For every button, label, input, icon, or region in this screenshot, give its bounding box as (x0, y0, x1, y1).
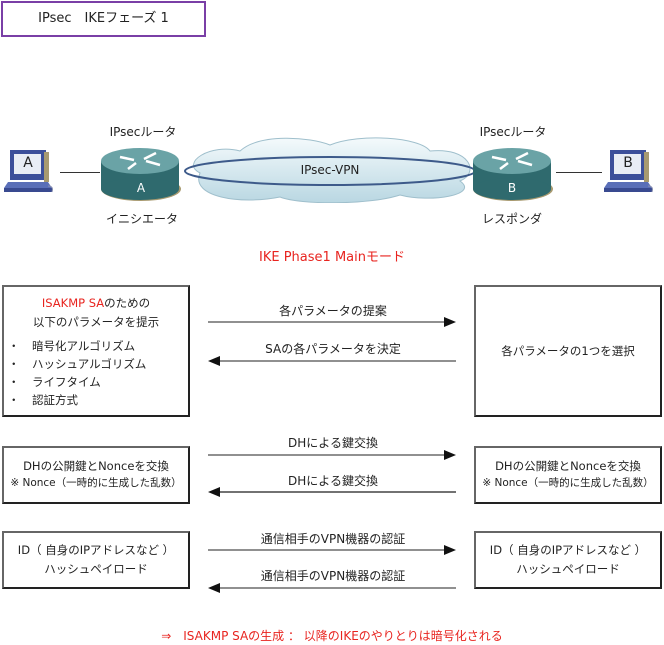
parameter-item: ・認証方式 (8, 393, 78, 407)
right-arrow-icon (208, 317, 456, 327)
router-b-label: B (507, 181, 517, 195)
host-b-label: B (623, 155, 633, 171)
parameter-item: ・暗号化アルゴリズム (8, 339, 136, 353)
step3-responder-line2: ハッシュペイロード (516, 562, 620, 576)
step2-responder-box: DHの公開鍵とNonceを交換 ※ Nonce（一時的に生成した乱数） (474, 446, 662, 504)
step3-initiator-line2: ハッシュペイロード (44, 562, 148, 576)
isakmp-sa-text: ISAKMP SA (41, 296, 105, 310)
vpn-tunnel-label: IPsec-VPN (300, 163, 360, 177)
parameter-list: ・暗号化アルゴリズム ・ハッシュアルゴリズム ・ライフタイム ・認証方式 (4, 337, 188, 409)
link-host-b (556, 172, 602, 173)
right-arrow-icon (208, 450, 456, 460)
step1-responder-box: 各パラメータの1つを選択 (474, 285, 662, 417)
left-arrow-icon (208, 583, 456, 593)
left-arrow-icon (208, 356, 456, 366)
host-a-label: A (23, 155, 33, 171)
step1-initiator-box: ISAKMP SAのための 以下のパラメータを提示 ・暗号化アルゴリズム ・ハッ… (2, 285, 190, 417)
host-b-computer-icon (604, 150, 653, 193)
step2-arrow1-label: DHによる鍵交換 (288, 436, 378, 450)
step2-initiator-note: ※ Nonce（一時的に生成した乱数） (10, 477, 182, 489)
step1-heading-rest: のための (104, 296, 151, 310)
topology: A IPsecルータ A イニシエータ IPsec-VPN IPsecルータ B… (0, 115, 664, 235)
step3-responder-box: ID（ 自身のIPアドレスなど ） ハッシュペイロード (474, 531, 662, 589)
step2-initiator-line1: DHの公開鍵とNonceを交換 (23, 459, 169, 473)
router-b-caption: IPsecルータ (479, 125, 547, 139)
step1-arrow1-label: 各パラメータの提案 (279, 304, 387, 318)
step1-arrow2-label: SAの各パラメータを決定 (265, 342, 401, 356)
step3-responder-line1: ID（ 自身のIPアドレスなど ） (489, 543, 647, 557)
step3-arrow2-label: 通信相手のVPN機器の認証 (260, 569, 406, 583)
router-b-icon (473, 148, 553, 201)
step1-initiator-heading: ISAKMP SAのための (4, 294, 188, 313)
link-host-a (60, 172, 100, 173)
parameter-item: ・ハッシュアルゴリズム (8, 357, 147, 371)
step3-initiator-box: ID（ 自身のIPアドレスなど ） ハッシュペイロード (2, 531, 190, 589)
router-a-role: イニシエータ (105, 212, 178, 226)
step1-initiator-line2: 以下のパラメータを提示 (32, 315, 160, 329)
phase-heading: IKE Phase1 Mainモード (259, 250, 405, 265)
router-b-role: レスポンダ (481, 212, 542, 226)
parameter-item: ・ライフタイム (8, 375, 101, 389)
router-a-label: A (136, 181, 146, 195)
step2-responder-line1: DHの公開鍵とNonceを交換 (495, 459, 641, 473)
step3-arrow1-label: 通信相手のVPN機器の認証 (260, 532, 406, 546)
step3-initiator-line1: ID（ 自身のIPアドレスなど ） (17, 543, 175, 557)
host-a-computer-icon (4, 150, 53, 193)
conclusion-text: ⇒ ISAKMP SAの生成 ： 以降のIKEのやりとりは暗号化される (161, 629, 503, 643)
step2-initiator-box: DHの公開鍵とNonceを交換 ※ Nonce（一時的に生成した乱数） (2, 446, 190, 504)
diagram-title: IPsec IKEフェーズ 1 (1, 1, 206, 37)
right-arrow-icon (208, 545, 456, 555)
router-a-caption: IPsecルータ (109, 125, 177, 139)
step2-arrow2-label: DHによる鍵交換 (288, 474, 378, 488)
step2-responder-note: ※ Nonce（一時的に生成した乱数） (482, 477, 654, 489)
step1-responder-text: 各パラメータの1つを選択 (501, 344, 635, 358)
left-arrow-icon (208, 487, 456, 497)
router-a-icon (101, 148, 181, 201)
